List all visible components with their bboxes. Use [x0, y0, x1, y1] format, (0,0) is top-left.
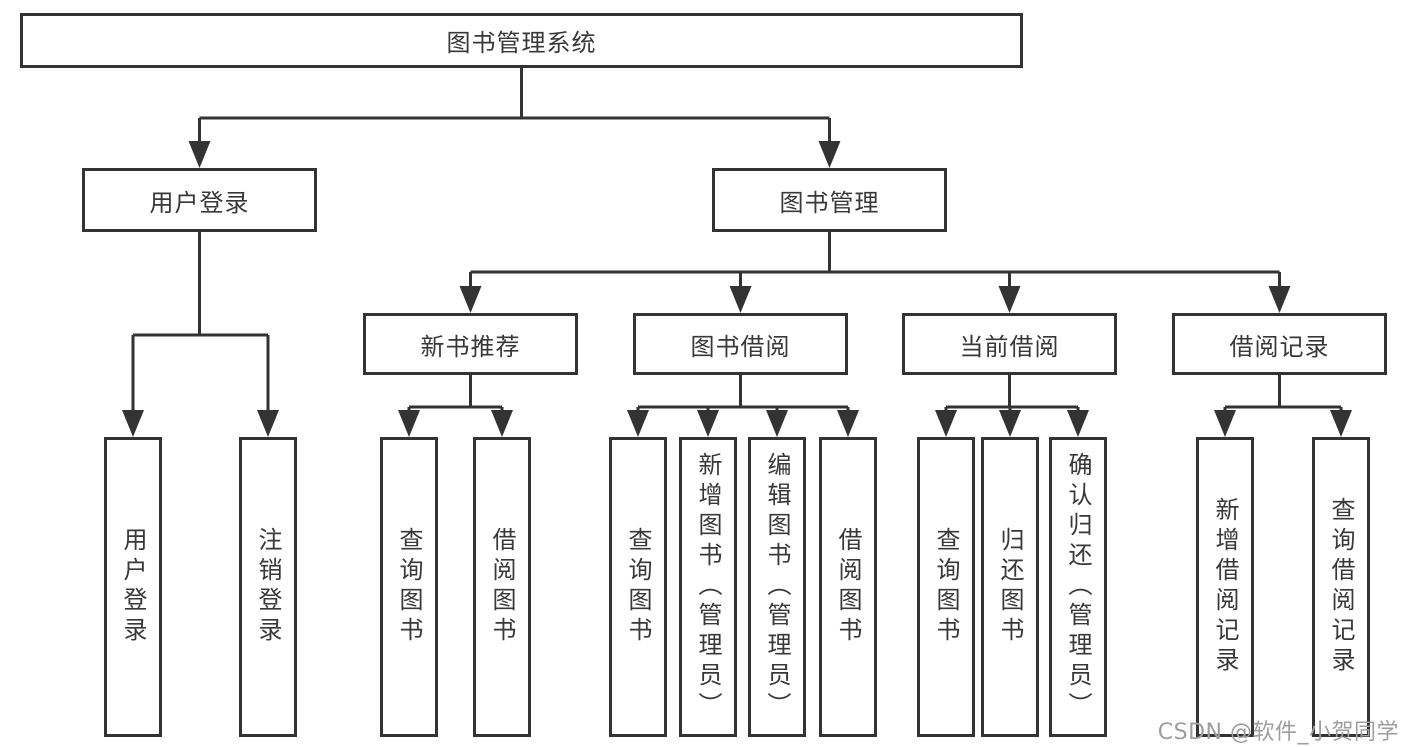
node-leaf-borrow-query-book: 查询图书 [609, 437, 667, 737]
node-borrow-records: 借阅记录 [1172, 313, 1387, 375]
node-new-book-rec: 新书推荐 [363, 313, 578, 375]
node-leaf-record-query: 查询借阅记录 [1312, 437, 1370, 737]
node-leaf-logout: 注销登录 [239, 437, 297, 737]
node-leaf-rec-borrow-book: 借阅图书 [473, 437, 531, 737]
node-current-borrow: 当前借阅 [902, 313, 1117, 375]
node-leaf-rec-query-book: 查询图书 [380, 437, 438, 737]
node-leaf-borrow-add-book: 新增图书（管理员） [679, 437, 737, 737]
node-leaf-record-add: 新增借阅记录 [1196, 437, 1254, 737]
node-book-borrow: 图书借阅 [633, 313, 848, 375]
node-leaf-borrow-borrow-book: 借阅图书 [819, 437, 877, 737]
watermark-text: CSDN @软件_小贺同学 [1157, 720, 1399, 745]
node-leaf-current-query-book: 查询图书 [917, 437, 975, 737]
node-user-login: 用户登录 [82, 168, 317, 232]
node-root: 图书管理系统 [20, 13, 1023, 68]
node-leaf-current-return-book: 归还图书 [981, 437, 1039, 737]
node-leaf-borrow-edit-book: 编辑图书（管理员） [748, 437, 806, 737]
node-leaf-current-confirm-return: 确认归还（管理员） [1049, 437, 1107, 737]
node-book-mgmt: 图书管理 [712, 168, 947, 232]
node-leaf-user-login: 用户登录 [104, 437, 162, 737]
